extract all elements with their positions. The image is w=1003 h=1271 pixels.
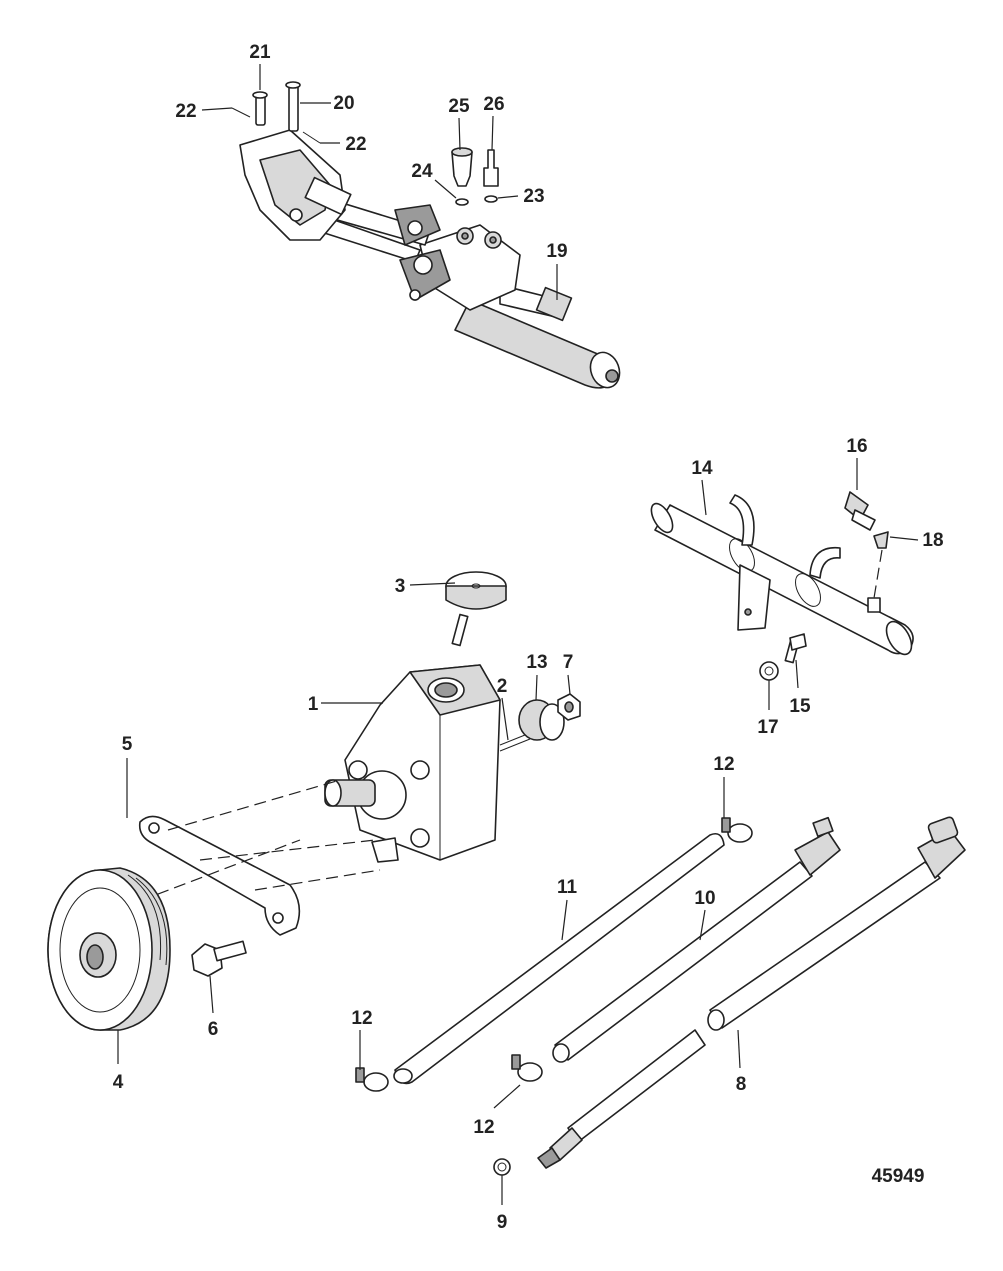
callout-4: 4 [113, 1072, 124, 1093]
callout-7: 7 [563, 652, 574, 673]
callout-21: 21 [249, 42, 271, 63]
steering-cylinder-assembly [231, 81, 621, 389]
callout-12-c: 12 [473, 1117, 494, 1138]
callout-2: 2 [497, 676, 508, 697]
callout-3: 3 [395, 576, 406, 597]
callout-13: 13 [526, 652, 547, 673]
callout-8: 8 [736, 1074, 747, 1095]
figure-number: 45949 [872, 1166, 925, 1187]
hose-clamp [355, 1067, 389, 1092]
callout-25: 25 [448, 96, 470, 117]
callout-1: 1 [308, 694, 319, 715]
callout-6: 6 [208, 1019, 219, 1040]
callout-15: 15 [789, 696, 811, 717]
callout-20: 20 [333, 93, 354, 114]
pulley [47, 867, 171, 1031]
callout-12-b: 12 [351, 1008, 372, 1029]
hose-clamp [721, 817, 753, 843]
callout-22-a: 22 [175, 101, 196, 122]
callout-26: 26 [483, 94, 504, 115]
callout-18: 18 [922, 530, 943, 551]
callout-22-b: 22 [345, 134, 366, 155]
callout-19: 19 [546, 241, 567, 262]
callout-16: 16 [846, 436, 867, 457]
callout-23: 23 [523, 186, 544, 207]
callout-11: 11 [557, 877, 578, 898]
pump-assembly [324, 571, 581, 863]
callout-5: 5 [122, 734, 133, 755]
callout-12-a: 12 [713, 754, 734, 775]
callout-14: 14 [691, 458, 713, 479]
leader-lines [117, 64, 919, 1205]
callout-10: 10 [694, 888, 715, 909]
callout-17: 17 [757, 717, 778, 738]
callout-labels: 1 2 3 4 5 6 7 8 9 10 11 12 12 12 13 14 1… [113, 42, 944, 1233]
bolt [191, 940, 247, 977]
callout-9: 9 [497, 1212, 508, 1233]
callout-24: 24 [411, 161, 433, 182]
cooler-assembly [650, 491, 914, 681]
hoses [355, 816, 966, 1176]
hose-clamp [511, 1054, 543, 1082]
